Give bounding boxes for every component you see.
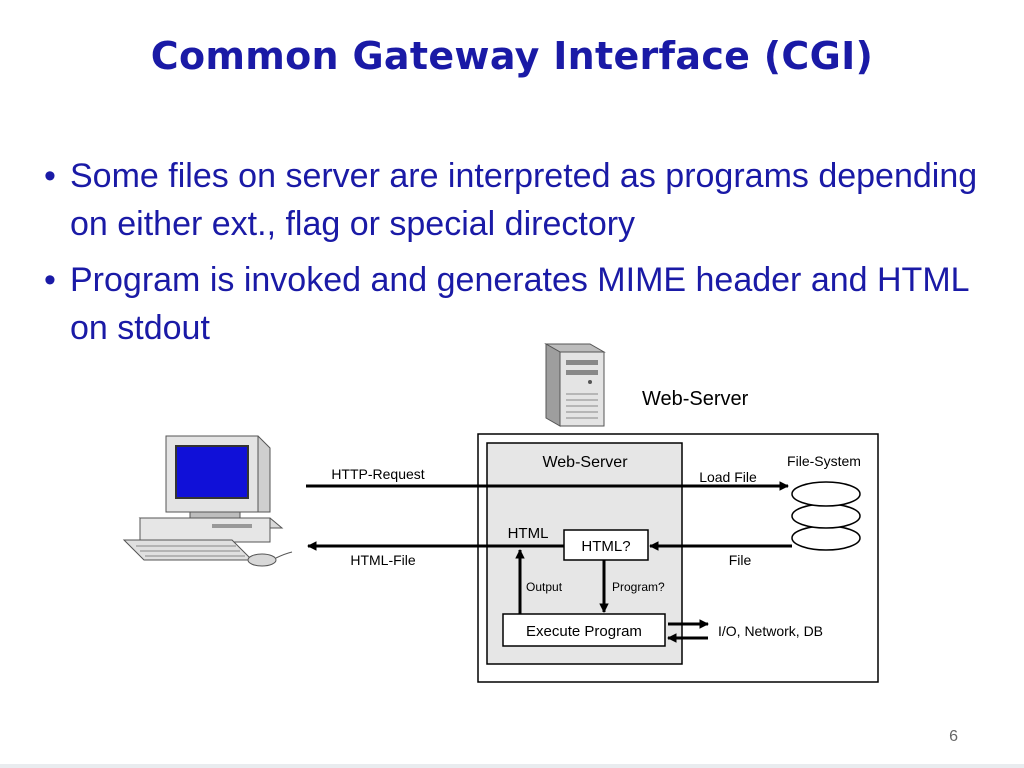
footer-divider: [0, 764, 1024, 768]
server-tower-icon: [544, 343, 606, 427]
bullet-dot: •: [44, 261, 56, 299]
bullet-dot: •: [44, 157, 56, 195]
bullet-item: • Some files on server are interpreted a…: [44, 152, 984, 248]
bullet-text-2: Program is invoked and generates MIME he…: [70, 261, 969, 347]
page-number: 6: [949, 728, 958, 745]
bullet-item: • Program is invoked and generates MIME …: [44, 256, 984, 352]
io-label: I/O, Network, DB: [718, 623, 823, 639]
html-file-label: HTML-File: [350, 552, 416, 568]
html-check-label: HTML?: [581, 538, 630, 555]
http-request-label: HTTP-Request: [331, 466, 424, 482]
bullet-list: • Some files on server are interpreted a…: [44, 152, 984, 360]
file-label: File: [729, 552, 752, 568]
program-check-label: Program?: [612, 580, 665, 594]
slide-title: Common Gateway Interface (CGI): [150, 34, 874, 78]
html-check-box: [563, 529, 649, 561]
bullet-text-1: Some files on server are interpreted as …: [70, 157, 978, 243]
output-label: Output: [526, 580, 563, 594]
html-label: HTML: [508, 525, 549, 542]
execute-program-box: [502, 613, 666, 647]
file-system-label: File-System: [787, 453, 861, 469]
database-disks-icon: [791, 481, 861, 551]
desktop-computer-icon: [122, 435, 293, 567]
outer-server-box: [477, 433, 879, 683]
server-caption: Web-Server: [642, 388, 749, 410]
inner-box-title: Web-Server: [542, 454, 628, 471]
execute-program-label: Execute Program: [526, 623, 642, 640]
load-file-label: Load File: [699, 469, 757, 485]
